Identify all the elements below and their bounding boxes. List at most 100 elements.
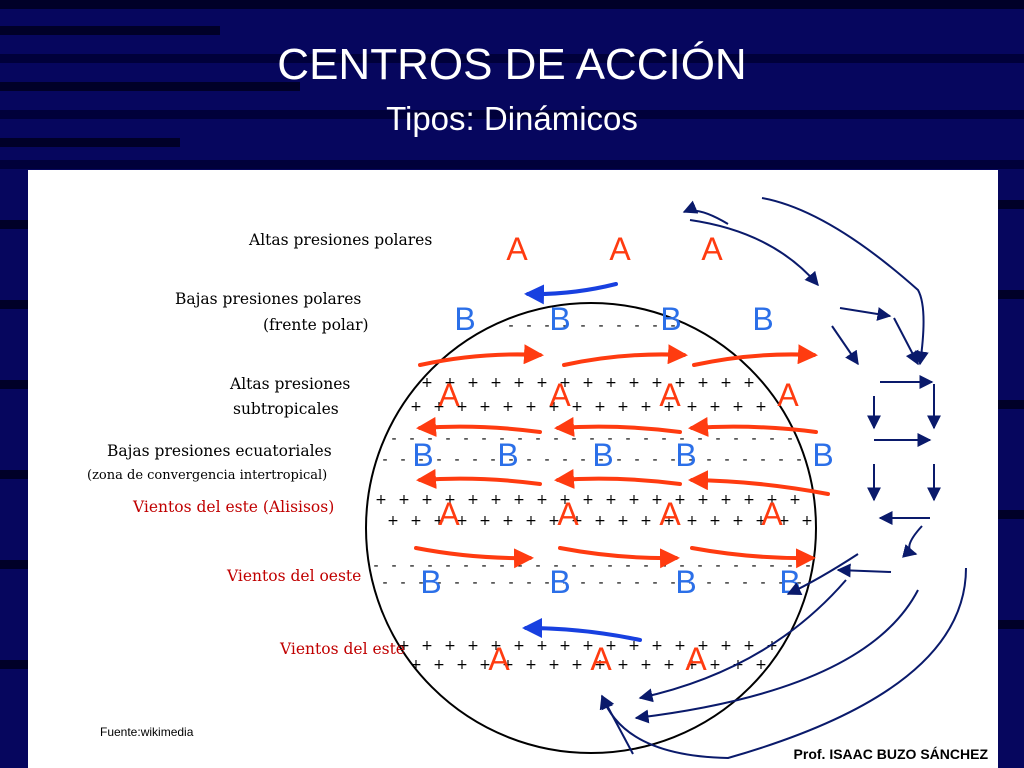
high-pressure-plus: +	[421, 638, 433, 654]
high-pressure-plus: +	[513, 638, 525, 654]
high-pressure-plus: +	[433, 657, 445, 673]
low-pressure-dash: -	[778, 575, 783, 591]
low-pressure-dash: -	[553, 431, 558, 447]
circulation-arrow	[682, 200, 729, 225]
low-pressure-dash: -	[526, 452, 531, 468]
high-pressure-plus: +	[467, 375, 479, 391]
low-pressure-dash: -	[409, 558, 414, 574]
low-pressure-letter: B	[675, 564, 696, 600]
low-pressure-letter: B	[592, 437, 613, 473]
high-pressure-plus: +	[755, 399, 767, 415]
low-pressure-dash: -	[643, 431, 648, 447]
high-pressure-letter: A	[761, 496, 783, 532]
low-pressure-dash: -	[589, 558, 594, 574]
high-pressure-letter: A	[506, 231, 528, 267]
high-pressure-plus: +	[479, 399, 491, 415]
low-pressure-letter: B	[660, 301, 681, 337]
high-pressure-plus: +	[444, 375, 456, 391]
high-pressure-plus: +	[536, 492, 548, 508]
diagram-panel: ----------++++++++++++++++++++++++++++++…	[28, 170, 998, 768]
low-pressure-dash: -	[760, 575, 765, 591]
high-pressure-plus: +	[525, 657, 537, 673]
low-pressure-dash: -	[508, 452, 513, 468]
low-pressure-dash: -	[562, 575, 567, 591]
low-pressure-dash: -	[715, 558, 720, 574]
high-pressure-plus: +	[663, 513, 675, 529]
high-pressure-plus: +	[686, 513, 698, 529]
low-pressure-dash: -	[796, 452, 801, 468]
high-pressure-plus: +	[640, 513, 652, 529]
low-pressure-letter: B	[675, 437, 696, 473]
low-pressure-dash: -	[472, 575, 477, 591]
low-pressure-dash: -	[616, 318, 621, 334]
label-vientos-este-alisios: Vientos del este (Alisisos)	[133, 498, 335, 516]
high-pressure-plus: +	[651, 492, 663, 508]
high-pressure-plus: +	[594, 399, 606, 415]
low-pressure-dash: -	[634, 575, 639, 591]
high-pressure-plus: +	[697, 638, 709, 654]
high-pressure-plus: +	[628, 638, 640, 654]
low-pressure-dash: -	[373, 558, 378, 574]
low-pressure-dash: -	[463, 558, 468, 574]
high-pressure-plus: +	[686, 399, 698, 415]
circulation-arrow	[689, 219, 819, 287]
label-vientos-este: Vientos del este	[280, 640, 405, 658]
high-pressure-plus: +	[789, 492, 801, 508]
high-pressure-plus: +	[617, 399, 629, 415]
high-pressure-letter: A	[659, 496, 681, 532]
low-pressure-dash: -	[760, 452, 765, 468]
high-pressure-plus: +	[605, 375, 617, 391]
low-pressure-dash: -	[598, 575, 603, 591]
high-pressure-plus: +	[732, 513, 744, 529]
high-pressure-plus: +	[709, 513, 721, 529]
high-pressure-plus: +	[743, 492, 755, 508]
high-pressure-plus: +	[433, 399, 445, 415]
high-pressure-plus: +	[398, 638, 410, 654]
high-pressure-plus: +	[640, 399, 652, 415]
low-pressure-dash: -	[616, 575, 621, 591]
low-pressure-dash: -	[580, 318, 585, 334]
low-pressure-dash: -	[706, 575, 711, 591]
wind-arrow	[416, 468, 542, 489]
high-pressure-letter: A	[777, 377, 799, 413]
low-pressure-dash: -	[742, 575, 747, 591]
low-pressure-dash: -	[535, 431, 540, 447]
low-pressure-dash: -	[436, 575, 441, 591]
low-pressure-dash: -	[508, 318, 513, 334]
high-pressure-plus: +	[732, 399, 744, 415]
high-pressure-letter: A	[609, 231, 631, 267]
low-pressure-dash: -	[571, 558, 576, 574]
high-pressure-plus: +	[663, 657, 675, 673]
low-pressure-dash: -	[535, 558, 540, 574]
low-pressure-dash: -	[580, 452, 585, 468]
high-pressure-plus: +	[375, 492, 387, 508]
high-pressure-letter: A	[549, 377, 571, 413]
high-pressure-letter: A	[685, 641, 707, 677]
low-pressure-dash: -	[607, 431, 612, 447]
wind-arrow	[554, 468, 682, 489]
high-pressure-plus: +	[536, 375, 548, 391]
circulation-arrow	[836, 563, 892, 578]
low-pressure-letter: B	[420, 564, 441, 600]
low-pressure-dash: -	[724, 452, 729, 468]
low-pressure-dash: -	[679, 431, 684, 447]
low-pressure-dash: -	[517, 558, 522, 574]
wind-arrow	[416, 416, 542, 437]
high-pressure-plus: +	[582, 375, 594, 391]
high-pressure-plus: +	[663, 399, 675, 415]
low-pressure-letter: B	[454, 301, 475, 337]
high-pressure-letter: A	[488, 641, 510, 677]
low-pressure-dash: -	[661, 431, 666, 447]
high-pressure-plus: +	[536, 638, 548, 654]
low-pressure-dash: -	[490, 452, 495, 468]
low-pressure-dash: -	[418, 575, 423, 591]
source-note: Fuente:wikimedia	[100, 725, 194, 739]
low-pressure-dash: -	[805, 558, 810, 574]
low-pressure-dash: -	[454, 575, 459, 591]
low-pressure-dash: -	[652, 575, 657, 591]
high-pressure-plus: +	[582, 638, 594, 654]
low-pressure-dash: -	[517, 431, 522, 447]
label-bajas-polares: Bajas presiones polares	[175, 290, 362, 308]
high-pressure-plus: +	[525, 399, 537, 415]
high-pressure-plus: +	[674, 492, 686, 508]
